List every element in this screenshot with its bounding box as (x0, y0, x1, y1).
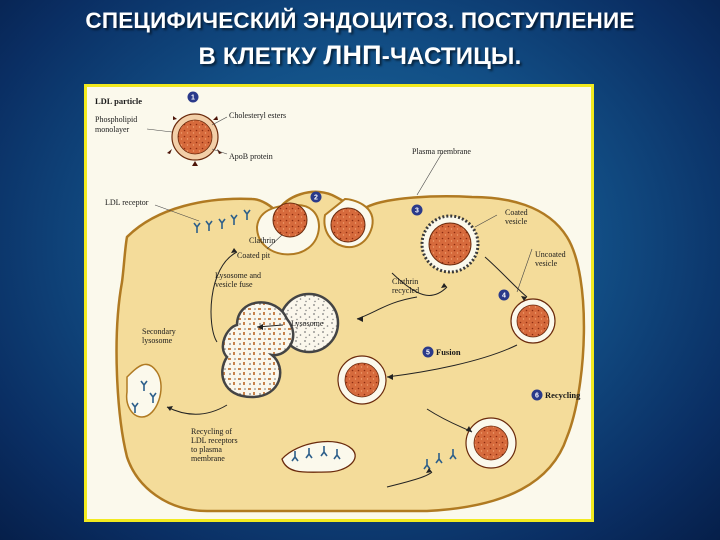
step-marker-5 (422, 346, 434, 358)
label-secondary-lysosome-1: Secondary (142, 327, 176, 336)
diagram-panel: 1 2 3 4 5 6 LDL particle Phospholipid mo… (84, 84, 594, 522)
secondary-lysosome (221, 301, 295, 399)
label-lysosome-fuse-2: vesicle fuse (215, 280, 253, 289)
label-recycling-of-3: to plasma (191, 445, 222, 454)
ldl-budding (330, 207, 366, 243)
title-line-2a: В КЛЕТКУ (198, 43, 324, 70)
label-phospholipid-2: monolayer (95, 125, 130, 134)
label-uncoated-vesicle-1: Uncoated (535, 250, 566, 259)
ldl-particle (167, 113, 222, 166)
label-ldl-receptor: LDL receptor (105, 198, 149, 207)
step-marker-3 (411, 204, 423, 216)
coated-vesicle (420, 214, 480, 274)
step-marker-6 (531, 389, 543, 401)
label-plasma-membrane: Plasma membrane (412, 147, 471, 156)
step-marker-1 (187, 91, 199, 103)
label-fusion: Fusion (436, 347, 461, 357)
label-recycling: Recycling (545, 390, 581, 400)
label-clathrin-recycled-1: Clathrin (392, 277, 418, 286)
label-coated-vesicle-1: Coated (505, 208, 528, 217)
label-ldl-particle: LDL particle (95, 96, 142, 106)
step-marker-2 (310, 191, 322, 203)
step-markers: 1 2 3 4 5 6 (187, 91, 543, 401)
step-number-2: 2 (314, 195, 318, 202)
title-line-2: В КЛЕТКУ ЛНП-ЧАСТИЦЫ. (0, 38, 720, 74)
label-clathrin: Clathrin (249, 236, 275, 245)
title-line-2b: ЛНП (323, 40, 382, 70)
step-number-3: 3 (415, 208, 419, 215)
label-apob-protein: ApoB protein (229, 152, 273, 161)
label-recycling-of-1: Recycling of (191, 427, 232, 436)
step-marker-4 (498, 289, 510, 301)
step-number-6: 6 (535, 393, 539, 400)
label-coated-pit: Coated pit (237, 251, 271, 260)
step-number-1: 1 (191, 95, 195, 102)
arrow-heads (167, 248, 527, 473)
ldl-in-coated-pit (272, 202, 308, 238)
endocytosis-diagram: 1 2 3 4 5 6 LDL particle Phospholipid mo… (95, 91, 586, 513)
label-lysosome: Lysosome (291, 319, 324, 328)
label-clathrin-recycled-2: recycled (392, 286, 419, 295)
step-number-5: 5 (426, 350, 430, 357)
label-recycling-of-2: LDL receptors (191, 436, 238, 445)
slide-title: СПЕЦИФИЧЕСКИЙ ЭНДОЦИТОЗ. ПОСТУПЛЕНИЕ В К… (0, 4, 720, 74)
label-uncoated-vesicle-2: vesicle (535, 259, 558, 268)
ldl-receptors (131, 209, 457, 470)
step-number-4: 4 (502, 293, 506, 300)
label-phospholipid-1: Phospholipid (95, 115, 137, 124)
label-leaders (146, 116, 533, 293)
label-coated-vesicle-2: vesicle (505, 217, 528, 226)
label-cholesteryl-esters: Cholesteryl esters (229, 111, 286, 120)
title-line-1: СПЕЦИФИЧЕСКИЙ ЭНДОЦИТОЗ. ПОСТУПЛЕНИЕ (85, 8, 635, 33)
uncoated-vesicle (510, 298, 556, 344)
label-recycling-of-4: membrane (191, 454, 225, 463)
fusion-vesicle (337, 355, 387, 405)
label-lysosome-fuse-1: Lysosome and (215, 271, 261, 280)
recycling-vesicle (465, 417, 517, 469)
label-secondary-lysosome-2: lysosome (142, 336, 173, 345)
title-line-2c: -ЧАСТИЦЫ. (381, 43, 522, 70)
